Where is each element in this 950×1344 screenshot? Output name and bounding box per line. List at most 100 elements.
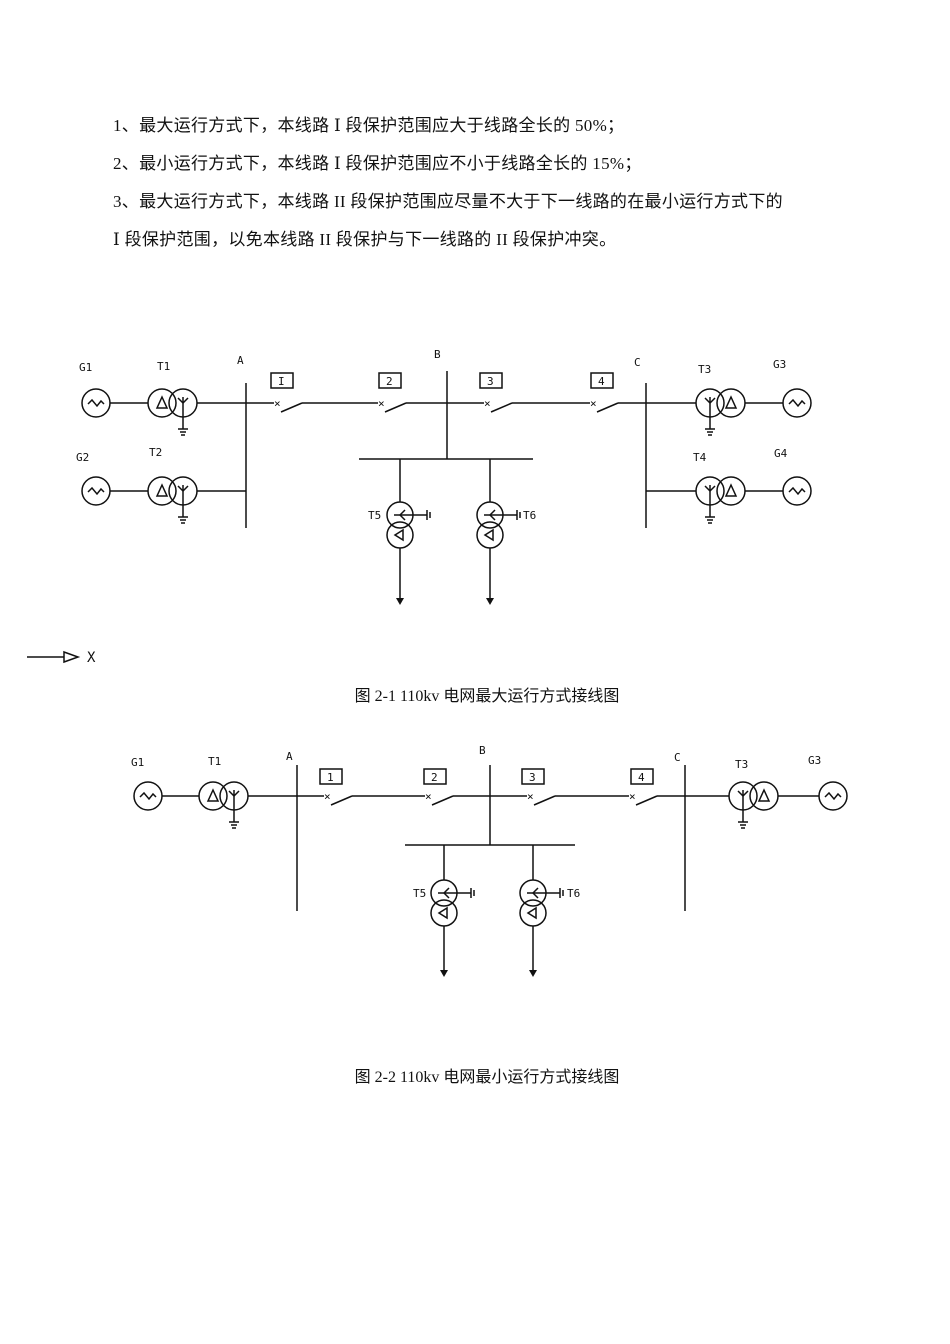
delta-winding-icon [437,906,448,920]
wire [443,887,450,894]
wye-winding-icon [737,790,744,797]
load-transformer-icon [476,521,504,549]
switch-blade [280,402,303,413]
delta-winding-icon [526,906,537,920]
wye-winding-icon [704,485,711,492]
breaker-x-icon: × [527,790,534,803]
wire [399,514,406,521]
switch-blade [384,402,407,413]
breaker-number-box [423,768,447,785]
transformer-icon [716,388,746,418]
arrow-down-icon [396,598,404,605]
label: T1 [208,755,221,768]
wire [443,892,450,899]
sine-wave-icon [788,486,806,496]
bus-label: C [674,751,681,764]
wire [532,887,539,894]
generator-icon [818,781,848,811]
label: T3 [735,758,748,771]
label: G4 [774,447,788,460]
breaker-number: 1 [327,771,334,784]
requirement-2: 2、最小运行方式下，本线路 Ⅰ 段保护范围应不小于线路全长的 15%； [113,154,642,173]
wye-winding-icon [233,790,240,797]
label: G1 [79,361,92,374]
transformer-icon [147,388,177,418]
delta-winding-icon [393,528,404,542]
breaker-number-box [590,372,614,389]
wye-winding-icon [704,397,711,404]
wye-winding-icon [177,397,184,404]
sine-wave-icon [788,398,806,408]
label: T1 [157,360,170,373]
breaker-number-box [479,372,503,389]
breaker-x-icon: × [629,790,636,803]
axis-label: X [87,650,96,666]
wye-winding-icon [742,790,749,797]
wye-winding-icon [709,485,716,492]
label: T4 [693,451,707,464]
wye-winding-icon [177,485,184,492]
generator-icon [133,781,163,811]
requirement-1: 1、最大运行方式下，本线路 Ⅰ 段保护范围应大于线路全长的 50%； [113,116,625,135]
bus-label: B [479,744,486,757]
bus-label: A [286,750,293,763]
transformer-icon [749,781,779,811]
label: G2 [76,451,89,464]
generator-icon [782,388,812,418]
bus-label: C [634,356,641,369]
arrow-down-icon [529,970,537,977]
breaker-number-box [521,768,545,785]
sine-wave-icon [87,486,105,496]
sine-wave-icon [824,791,842,801]
breaker-number: 4 [598,375,605,388]
breaker-x-icon: × [590,397,597,410]
label: G3 [773,358,786,371]
transformer-label: T5 [413,887,426,900]
figure1-caption: 图 2-1 110kv 电网最大运行方式接线图 [354,688,620,705]
arrow-down-icon [486,598,494,605]
wye-winding-icon [182,397,189,404]
bus-label: A [237,354,244,367]
label: G3 [808,754,821,767]
switch-blade [330,795,353,806]
delta-winding-icon [155,483,169,497]
breaker-number-box [630,768,654,785]
transformer-label: T6 [523,509,536,522]
breaker-number: 4 [638,771,645,784]
wire [489,509,496,516]
sine-wave-icon [87,398,105,408]
label: T3 [698,363,711,376]
breaker-x-icon: × [274,397,281,410]
load-transformer-icon [430,899,458,927]
breaker-number: I [278,375,285,388]
requirement-3: 3、最大运行方式下，本线路 II 段保护范围应尽量不大于下一线路的在最小运行方式… [113,192,783,211]
wire [399,509,406,516]
load-transformer-icon [386,521,414,549]
breaker-number-box [378,372,402,389]
generator-icon [782,476,812,506]
delta-winding-icon [206,788,220,802]
switch-blade [596,402,619,413]
breaker-x-icon: × [425,790,432,803]
label: G1 [131,756,144,769]
delta-winding-icon [724,483,738,497]
delta-winding-icon [155,395,169,409]
wire [489,514,496,521]
transformer-icon [716,476,746,506]
label: T2 [149,446,162,459]
breaker-x-icon: × [324,790,331,803]
wye-winding-icon [228,790,235,797]
breaker-number: 2 [431,771,438,784]
switch-blade [635,795,658,806]
transformer-label: T6 [567,887,580,900]
breaker-number-box [270,372,294,389]
wire [532,892,539,899]
breaker-number-box [319,768,343,785]
wye-winding-icon [182,485,189,492]
transformer-icon [147,476,177,506]
breaker-number: 3 [487,375,494,388]
arrow-down-icon [440,970,448,977]
transformer-label: T5 [368,509,381,522]
sine-wave-icon [139,791,157,801]
delta-winding-icon [483,528,494,542]
